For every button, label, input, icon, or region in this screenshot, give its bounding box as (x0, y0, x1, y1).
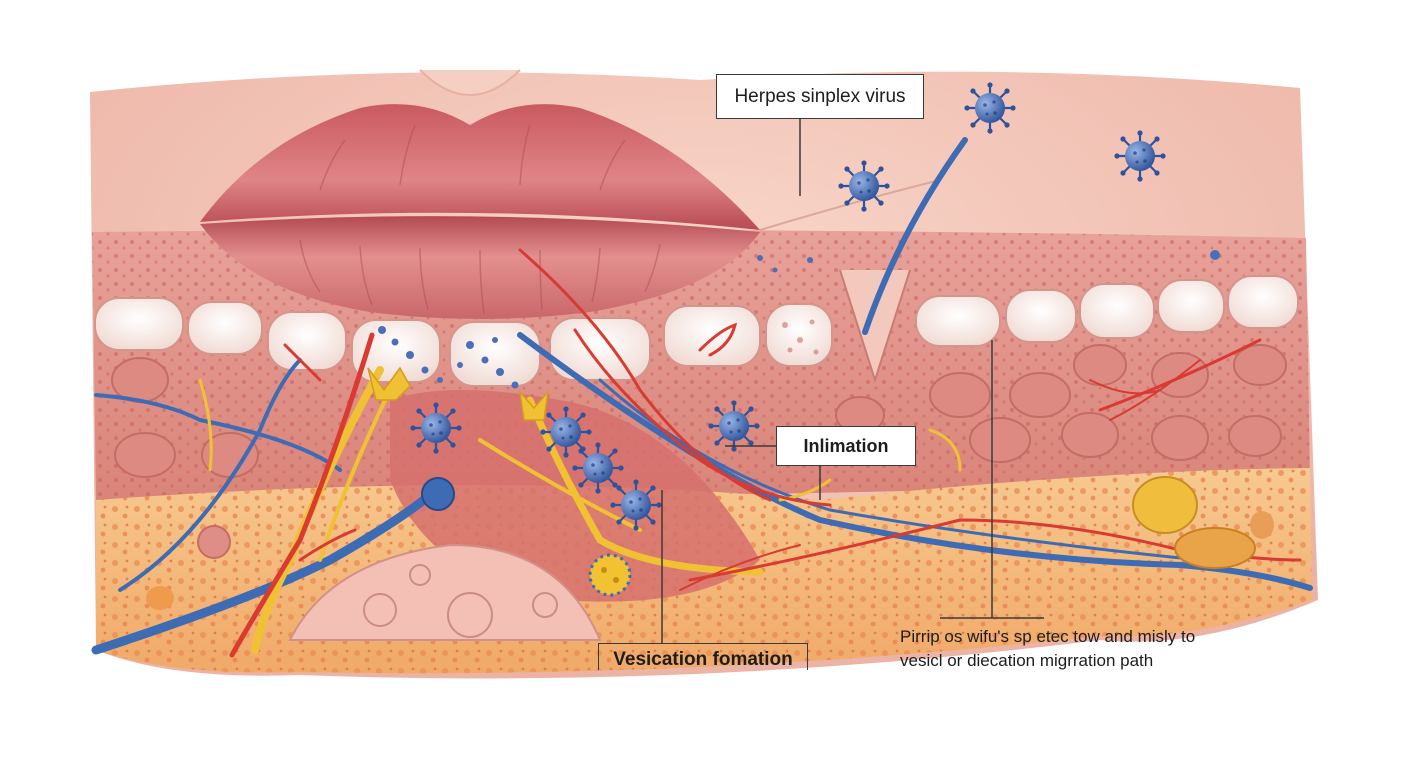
virion-icon (571, 441, 625, 495)
virion-icon (609, 478, 663, 532)
label-vesication-formation: Vesication fomation (598, 643, 808, 670)
fat-cell-small (146, 586, 174, 610)
vesicle-base (288, 543, 602, 641)
caption-line-2: vesicl or diecation migrration path (900, 651, 1154, 670)
label-leader-lines (661, 118, 1044, 643)
label-herpes-simplex-virus: Herpes sinplex virus (716, 74, 924, 119)
fat-cell-cluster (1174, 527, 1256, 569)
caption-line-1: Pirrip os wifu's sp etec tow and misly t… (900, 627, 1196, 646)
label-inflammation: Inlimation (776, 426, 916, 466)
nerve-ending-left (367, 366, 411, 401)
skin-crease (759, 179, 941, 231)
philtrum (419, 69, 521, 96)
virion-icon (1113, 129, 1167, 183)
upper-lip (200, 104, 760, 230)
fat-cell-cluster (1132, 476, 1198, 534)
immune-cell (588, 553, 632, 597)
virion-icon (409, 401, 463, 455)
dermal-cells (111, 344, 1287, 478)
virion-icon (539, 405, 593, 459)
nerve-ending-right (518, 389, 550, 421)
epidermis-groove (839, 269, 911, 384)
dermal-cell-small (197, 525, 231, 559)
virion-icon (707, 399, 761, 453)
nerve-ending-knob (421, 477, 455, 511)
lip-lines (299, 124, 661, 315)
caption-text: Pirrip os wifu's sp etec tow and misly t… (900, 625, 1300, 673)
virus-particle-cluster (378, 250, 1220, 389)
epidermis-cell-row (94, 275, 1299, 387)
vesicle-cells (363, 564, 558, 638)
virion-icon (837, 159, 891, 213)
virion-icon (963, 81, 1017, 135)
fat-cell-small (1250, 511, 1274, 539)
blue-nerve-fibers (91, 137, 1313, 655)
